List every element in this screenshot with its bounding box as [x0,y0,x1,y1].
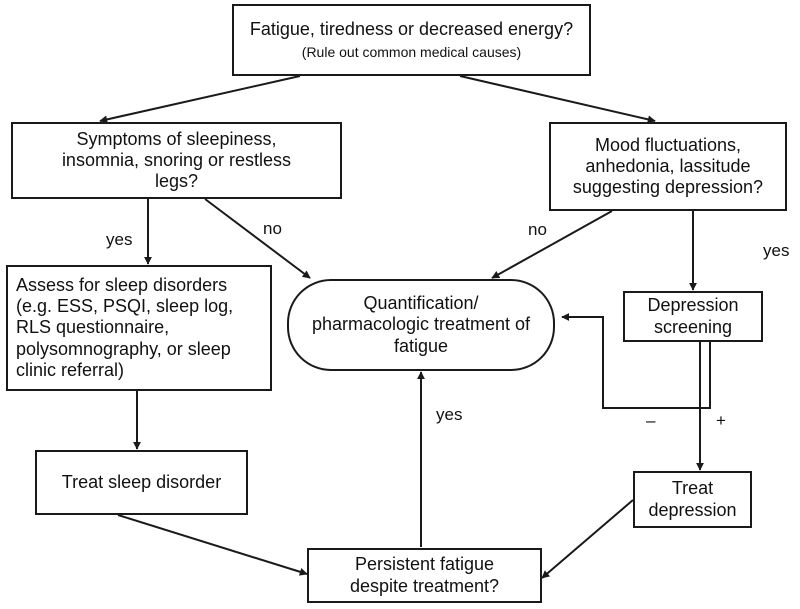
assess-sleep-node: Assess for sleep disorders (e.g. ESS, PS… [6,265,272,391]
edge-start-to-sleep [99,75,301,124]
label-plus: + [716,411,726,430]
edge-mood-no [491,210,613,279]
start-title: Fatigue, tiredness or decreased energy? [249,19,574,40]
quantification-node: Quantification/ pharmacologic treatment … [287,279,555,371]
treat-sleep-node: Treat sleep disorder [35,450,248,515]
start-subtitle: (Rule out common medical causes) [301,44,522,61]
label-no-mood: no [528,220,547,239]
persistent-text: Persistent fatigue despite treatment? [349,554,500,596]
mood-text: Mood fluctuations, anhedonia, lassitude … [572,134,764,198]
persistent-node: Persistent fatigue despite treatment? [307,548,542,603]
assess-sleep-text: Assess for sleep disorders (e.g. ESS, PS… [16,274,234,380]
edge-treat-depression-to-persistent [541,499,634,579]
depression-screening-text: Depression screening [647,295,739,337]
sleep-symptoms-node: Symptoms of sleepiness, insomnia, snorin… [11,122,342,199]
mood-node: Mood fluctuations, anhedonia, lassitude … [549,122,787,211]
label-no-sleep: no [263,219,282,238]
quantification-text: Quantification/ pharmacologic treatment … [311,293,531,356]
edge-start-to-mood [459,75,656,124]
label-yes-persistent: yes [436,405,463,424]
treat-depression-node: Treat depression [633,471,752,528]
label-yes-mood: yes [763,241,790,260]
edge-sleep-no [204,198,311,279]
start-node: Fatigue, tiredness or decreased energy? … [232,4,591,76]
label-yes-sleep: yes [106,230,133,249]
treat-depression-text: Treat depression [648,478,737,520]
depression-screening-node: Depression screening [623,291,763,342]
sleep-symptoms-text: Symptoms of sleepiness, insomnia, snorin… [61,128,292,192]
edge-treat-sleep-to-persistent [117,514,308,576]
edge-screening-negative [561,313,711,409]
treat-sleep-text: Treat sleep disorder [61,471,222,492]
label-minus: – [646,411,656,430]
